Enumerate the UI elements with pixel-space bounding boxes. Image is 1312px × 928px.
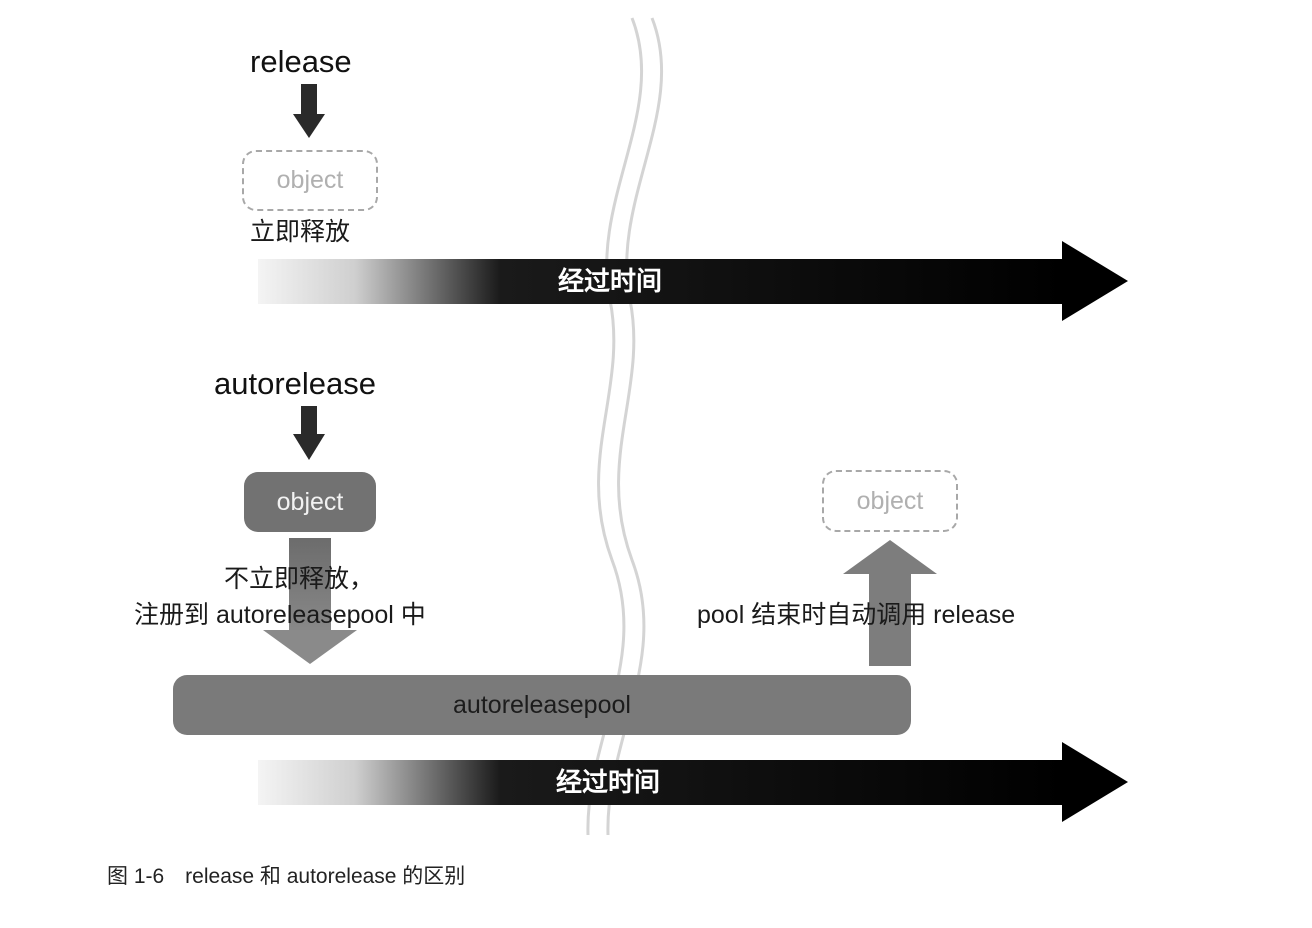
timeline-label-top: 经过时间 xyxy=(558,266,663,296)
figure-caption: 图 1-6 release 和 autorelease 的区别 xyxy=(107,865,466,888)
released-object-label: object xyxy=(276,166,344,194)
pool-end-release-arrow xyxy=(843,540,937,666)
pool-released-object-label: object xyxy=(856,486,924,515)
released-object-box: object xyxy=(242,150,378,211)
register-to-pool-arrow xyxy=(263,538,357,664)
pool-end-label: pool 结束时自动调用 release xyxy=(697,601,1016,629)
autoreleasepool-bar: autoreleasepool xyxy=(173,675,911,735)
timeline-arrow-top xyxy=(258,241,1128,321)
register-label-line2: 注册到 autoreleasepool 中 xyxy=(134,601,426,629)
immediate-release-label: 立即释放 xyxy=(250,218,351,246)
release-down-arrow xyxy=(293,84,325,138)
release-title: release xyxy=(250,44,352,79)
pool-released-object-box: object xyxy=(822,470,958,532)
autorelease-object-box: object xyxy=(244,472,376,532)
timeline-arrow-bottom xyxy=(258,742,1128,822)
autorelease-object-label: object xyxy=(276,487,344,516)
autorelease-title: autorelease xyxy=(214,366,377,401)
register-label-line1: 不立即释放， xyxy=(224,565,375,593)
autorelease-down-arrow xyxy=(293,406,325,460)
autoreleasepool-label: autoreleasepool xyxy=(453,690,631,719)
timeline-label-bottom: 经过时间 xyxy=(556,767,661,797)
